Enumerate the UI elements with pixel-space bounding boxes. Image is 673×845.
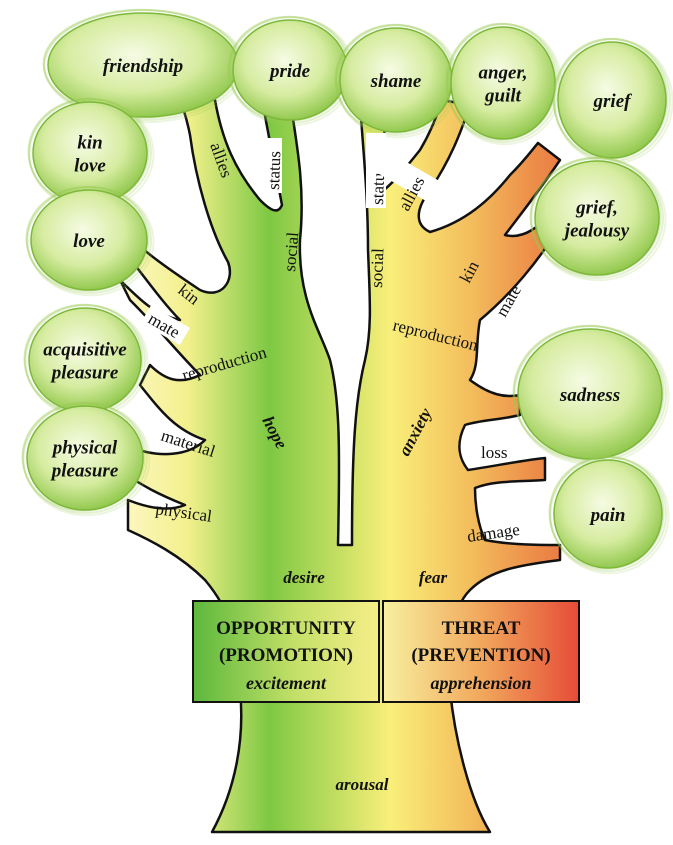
tree-trunk <box>112 95 560 832</box>
trunk-desire: desire <box>283 568 325 587</box>
opportunity-box: OPPORTUNITY (PROMOTION) excitement <box>193 601 379 702</box>
leaf-pain: pain <box>550 457 669 573</box>
leaf-label: kin <box>77 133 102 154</box>
leaf-label: pride <box>268 61 311 82</box>
leaf-label: acquisitive <box>43 340 127 361</box>
leaf-label: friendship <box>103 56 183 77</box>
opportunity-title: OPPORTUNITY <box>216 618 356 639</box>
leaf-anger-guilt: anger,guilt <box>447 24 562 144</box>
leaf-label: sadness <box>559 385 620 406</box>
leaf-grief-top: grief <box>554 39 673 163</box>
leaf-label: pain <box>589 505 626 526</box>
opportunity-subtitle: (PROMOTION) <box>219 645 353 666</box>
leaf-label: pleasure <box>50 461 119 482</box>
leaf-label: shame <box>370 71 422 92</box>
threat-subtitle: (PREVENTION) <box>411 645 550 666</box>
branch-loss: loss <box>481 443 507 462</box>
trunk-fear: fear <box>419 568 448 587</box>
opportunity-emotion: excitement <box>246 673 327 693</box>
leaf-grief-jealousy: grief,jealousy <box>531 158 666 280</box>
threat-title: THREAT <box>442 618 521 639</box>
leaf-label: grief <box>593 91 633 112</box>
leaf-shame: shame <box>336 25 459 137</box>
leaf-love: love <box>27 187 154 295</box>
threat-box: THREAT (PREVENTION) apprehension <box>383 601 579 702</box>
branch-social-right: social <box>367 248 387 289</box>
leaf-label: guilt <box>484 86 522 107</box>
leaf-label: pleasure <box>50 363 119 384</box>
leaf-sadness: sadness <box>514 326 669 464</box>
branch-social-left: social <box>280 231 302 272</box>
leaf-label: physical <box>51 438 118 459</box>
branch-status-left: status <box>264 151 284 190</box>
leaf-label: love <box>73 231 105 252</box>
threat-emotion: apprehension <box>430 673 531 693</box>
trunk-arousal: arousal <box>336 775 389 794</box>
leaf-label: grief, <box>575 198 618 219</box>
leaf-pride: pride <box>229 17 354 125</box>
leaf-label: anger, <box>478 63 527 84</box>
leaf-label: jealousy <box>562 221 630 242</box>
leaf-label: love <box>74 156 106 177</box>
